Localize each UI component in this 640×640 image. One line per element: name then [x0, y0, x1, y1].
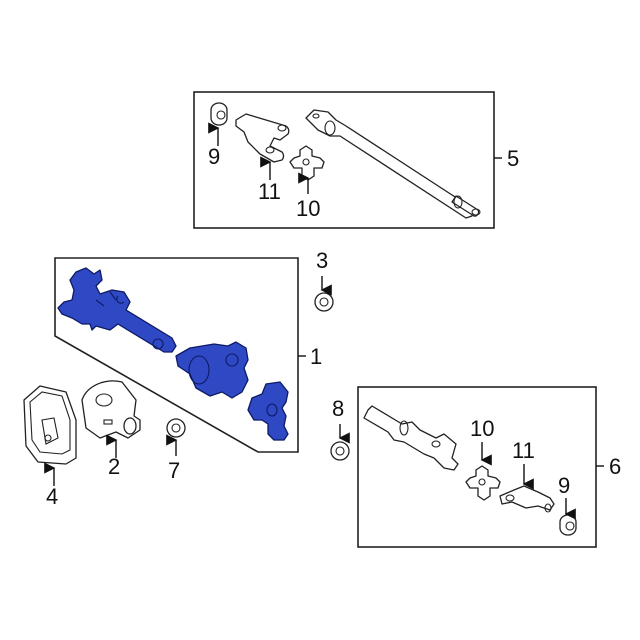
axle-shaft-6[interactable] — [363, 405, 459, 471]
callout-7: 7 — [168, 458, 181, 483]
u-joint-10-upper[interactable] — [289, 145, 325, 194]
callout-4: 4 — [46, 484, 59, 509]
callout-5: 5 — [507, 146, 520, 171]
seal-3[interactable] — [314, 276, 334, 312]
callout-6: 6 — [609, 454, 622, 479]
callout-8: 8 — [332, 396, 345, 421]
u-joint-10-lower[interactable] — [465, 442, 501, 501]
differential-cover-4[interactable] — [23, 385, 77, 486]
callout-11-lower: 11 — [512, 438, 535, 463]
callout-2: 2 — [108, 454, 121, 479]
callout-9-upper: 9 — [208, 144, 221, 169]
seal-8[interactable] — [330, 424, 350, 461]
axle-shaft-5[interactable] — [305, 109, 481, 219]
group-box-1 — [54, 257, 306, 453]
differential-carrier-2[interactable] — [81, 380, 141, 458]
yoke-11-lower[interactable] — [499, 464, 555, 513]
group-box-5 — [193, 91, 502, 229]
callout-10-lower: 10 — [470, 416, 495, 441]
axle-housing-assembly-1[interactable] — [57, 267, 289, 441]
seal-7[interactable] — [166, 418, 186, 456]
callout-3: 3 — [316, 248, 329, 273]
bearing-9-upper[interactable] — [208, 102, 228, 146]
callout-1: 1 — [310, 344, 323, 369]
callout-11-upper: 11 — [258, 179, 281, 204]
group-box-6 — [357, 386, 604, 548]
callout-10-upper: 10 — [296, 196, 321, 221]
bearing-9-lower[interactable] — [559, 498, 577, 536]
yoke-11-upper[interactable] — [235, 113, 290, 180]
callout-9-lower: 9 — [558, 473, 571, 498]
